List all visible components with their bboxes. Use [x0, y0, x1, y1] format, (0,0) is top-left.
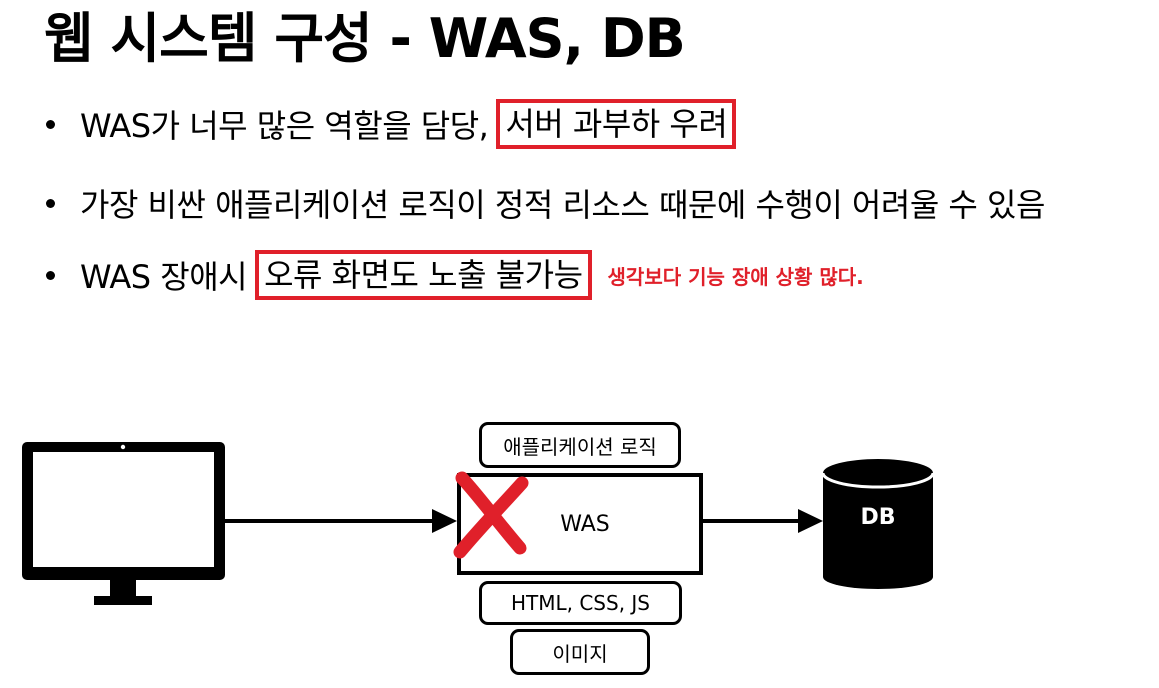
monitor-icon	[22, 442, 225, 605]
bullet-dot	[46, 270, 55, 280]
page-title: 웹 시스템 구성 - WAS, DB	[44, 7, 686, 70]
bullet-item: 가장 비싼 애플리케이션 로직이 정적 리소스 때문에 수행이 어려울 수 있음	[46, 178, 1045, 228]
bullet-dot	[46, 198, 55, 208]
bullet-text: WAS 장애시	[80, 258, 248, 296]
red-note: 생각보다 기능 장애 상황 많다.	[607, 264, 864, 289]
was-box: WAS	[457, 473, 703, 575]
bullet-item: WAS가 너무 많은 역할을 담당, 서버 과부하 우려	[46, 99, 737, 149]
db-label: DB	[860, 505, 896, 530]
static-resource-box: HTML, CSS, JS	[479, 581, 682, 625]
highlight-box: 서버 과부하 우려	[496, 99, 737, 149]
bullet-text: 가장 비싼 애플리케이션 로직이 정적 리소스 때문에 수행이 어려울 수 있음	[80, 186, 1045, 224]
arrow-right-icon	[225, 509, 457, 533]
database-icon	[821, 459, 935, 589]
app-logic-box: 애플리케이션 로직	[479, 422, 681, 468]
bullet-dot	[46, 119, 55, 129]
was-label: WAS	[560, 511, 610, 537]
bullet-text: WAS가 너무 많은 역할을 담당,	[80, 107, 489, 145]
highlight-box: 오류 화면도 노출 불가능	[255, 250, 592, 300]
arrow-right-icon	[703, 509, 823, 533]
bullet-item: WAS 장애시 오류 화면도 노출 불가능 생각보다 기능 장애 상황 많다.	[46, 250, 864, 300]
image-box: 이미지	[510, 629, 650, 675]
